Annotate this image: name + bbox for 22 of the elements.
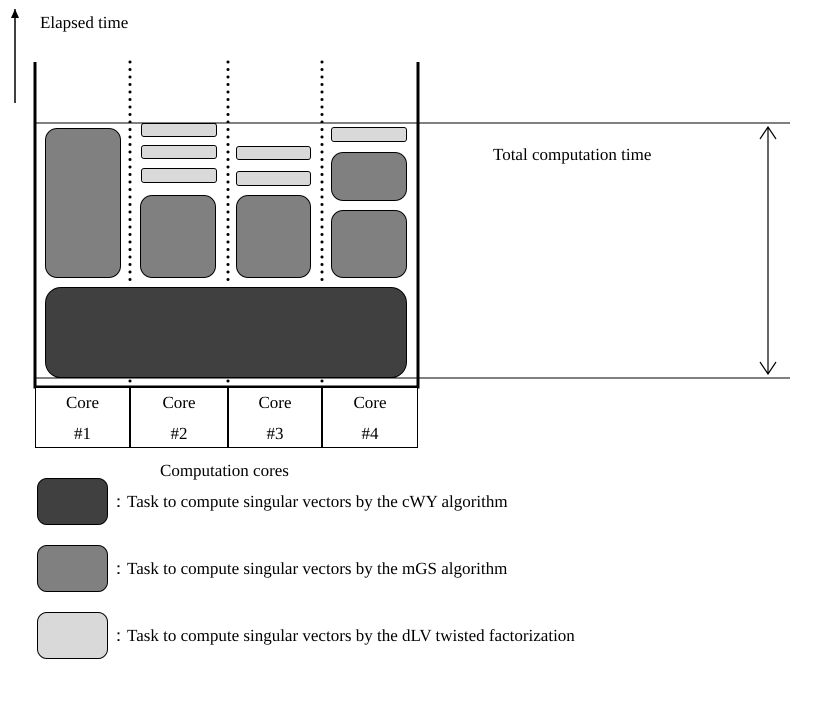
axis-label: Elapsed time — [40, 12, 128, 34]
axis-label: Computation cores — [160, 460, 289, 482]
core-cell: Core #4 — [322, 387, 418, 448]
task-box — [140, 195, 216, 278]
legend-text: ：Task to compute singular vectors by the mGS algorithm — [110, 558, 508, 580]
core-cell: Core #3 — [228, 387, 322, 448]
task-box — [236, 195, 311, 278]
legend-text: ：Task to compute singular vectors by the dLV twisted factorization — [110, 624, 575, 647]
legend-text: ：Task to compute singular vectors by the cWY algorithm — [110, 490, 508, 513]
task-box — [141, 145, 217, 159]
task-box — [45, 128, 121, 278]
task-box — [45, 287, 407, 378]
task-box — [236, 171, 311, 186]
task-box — [331, 152, 407, 201]
core-cell: Core #2 — [130, 387, 228, 448]
task-box — [141, 123, 217, 137]
core-cell: Core #1 — [35, 387, 130, 448]
task-box — [331, 210, 407, 278]
task-box — [141, 168, 217, 183]
task-box — [331, 127, 407, 142]
task-box — [236, 146, 311, 160]
dimension-label: Total computation time — [493, 144, 652, 166]
